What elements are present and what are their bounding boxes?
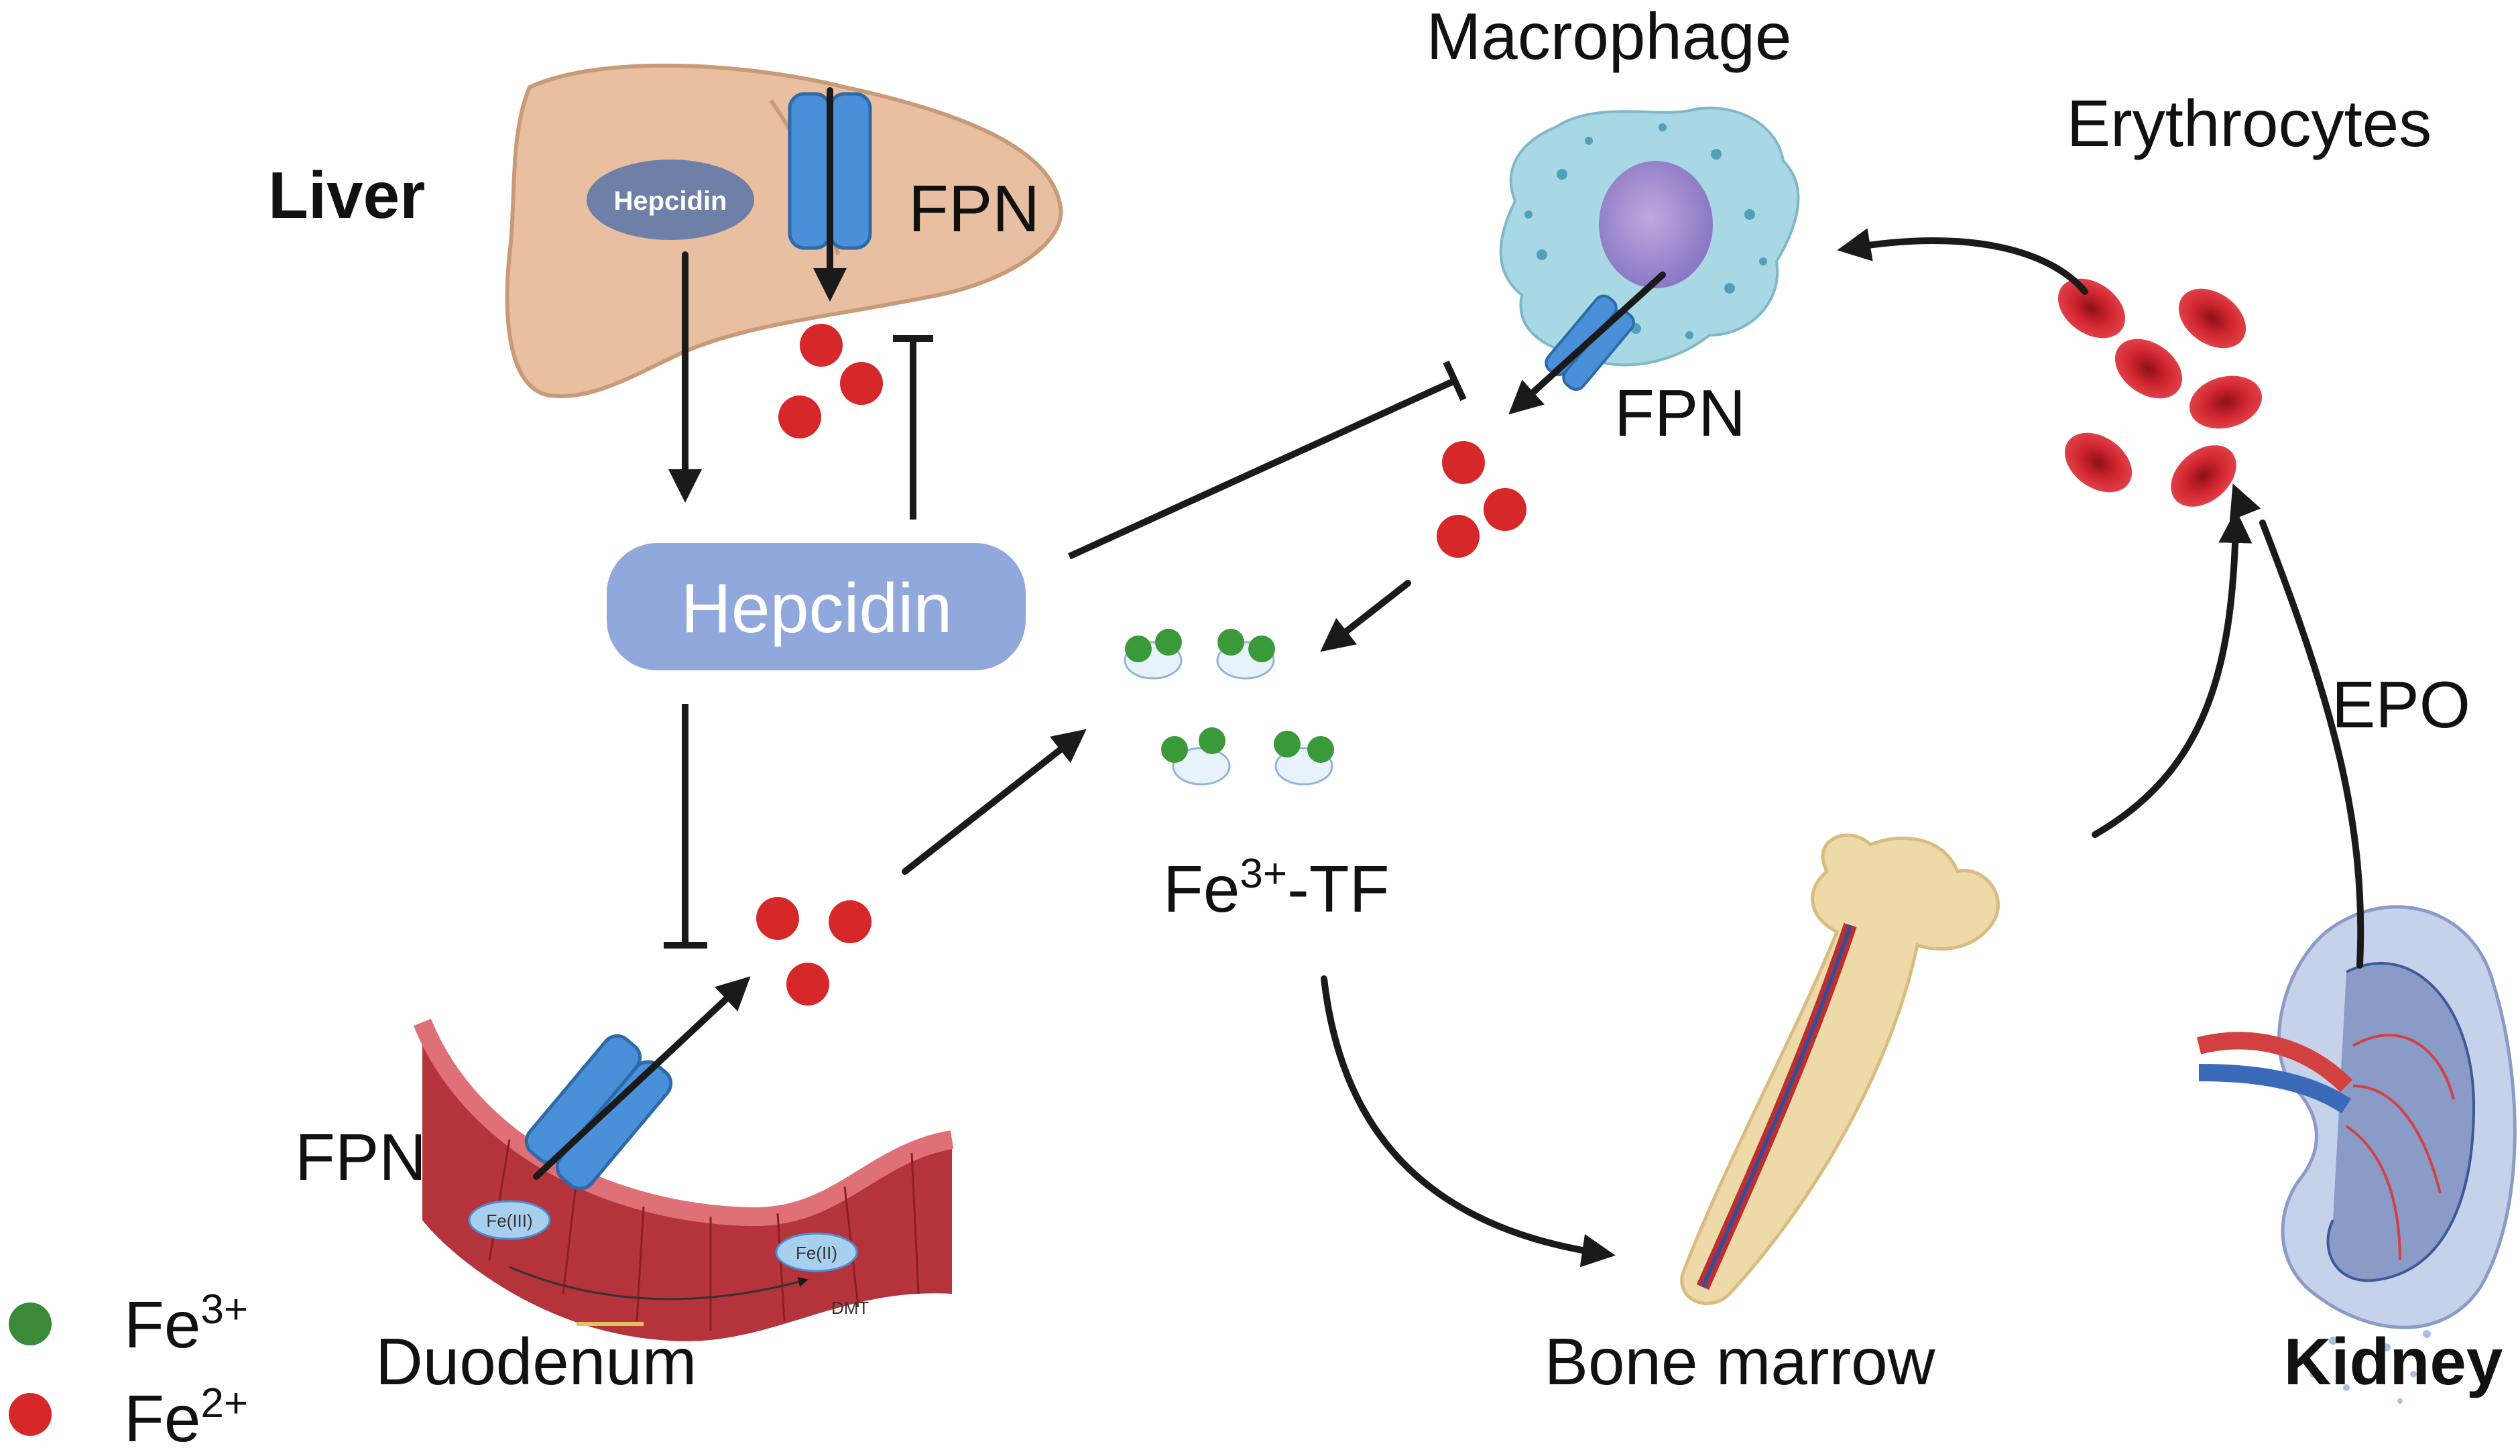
duodenum-group: Fe(III) Fe(II) DMT	[414, 976, 954, 1341]
kidney-epo-arrow	[2259, 520, 2364, 969]
dmt-label: DMT	[831, 1298, 869, 1318]
macrophage-label: Macrophage	[1427, 0, 1792, 73]
kidney-group	[2196, 905, 2517, 1404]
legend-fe3-label: Fe3+	[124, 1286, 248, 1361]
fe3-enzyme-oval	[468, 1200, 551, 1240]
fe2-cluster-macrophage	[1437, 441, 1526, 558]
macrophage-group	[1499, 107, 1800, 415]
legend-fe2-swatch	[9, 1393, 52, 1436]
fpn-liver-left	[788, 92, 832, 250]
hepcidin-box	[607, 543, 1026, 670]
fe-tf-label: Fe3+-TF	[1163, 851, 1389, 926]
macrophage-fe-to-tf-arrow	[1320, 580, 1411, 652]
kidney-label: Kidney	[2284, 1325, 2503, 1398]
inhibit-macrophage-fpn	[1067, 377, 1457, 560]
fpn-liver-label: FPN	[908, 172, 1040, 245]
erythrocytes-to-macrophage-arrow	[1837, 228, 2088, 295]
duodenum-label: Duodenum	[375, 1325, 697, 1398]
tf-to-bone-marrow-arrow	[1321, 975, 1616, 1268]
legend: Fe3+ Fe2+	[9, 1286, 248, 1455]
liver-group: Hepcidin	[505, 63, 1063, 399]
erythrocytes-label: Erythrocytes	[2067, 86, 2432, 160]
liver-label: Liver	[268, 158, 425, 232]
fe2-enzyme-oval	[775, 1232, 858, 1272]
bone-shape	[1680, 833, 2000, 1305]
duodenum-fe-to-tf-arrow	[902, 729, 1087, 875]
duodenum-export-arrow	[533, 976, 751, 1180]
erythrocyte-cluster	[2057, 278, 2263, 507]
fpn-liver-right	[828, 92, 872, 250]
legend-fe3-swatch	[9, 1302, 52, 1345]
fe3-enzyme-label: Fe(III)	[486, 1211, 532, 1231]
fpn-macrophage-label: FPN	[1614, 376, 1746, 450]
fe2-cluster-duodenum	[756, 897, 872, 1006]
hepcidin-box-label: Hepcidin	[681, 570, 953, 648]
fpn-duodenum-label: FPN	[295, 1120, 426, 1194]
hepcidin-in-liver-label: Hepcidin	[614, 186, 727, 216]
fe2-enzyme-label: Fe(II)	[796, 1243, 837, 1263]
fe2-cluster-liver	[778, 324, 883, 438]
epo-label: EPO	[2332, 668, 2470, 741]
bone-group	[1680, 833, 2000, 1305]
fe3-tf-cluster	[1124, 629, 1334, 786]
bone-to-erythrocytes-arrow	[2092, 509, 2253, 838]
macrophage-nucleus	[1599, 161, 1713, 288]
legend-fe2-label: Fe2+	[124, 1380, 248, 1455]
hepcidin-in-liver	[587, 160, 754, 240]
macrophage-export-arrow	[1508, 271, 1666, 415]
bone-marrow-label: Bone marrow	[1545, 1325, 1936, 1398]
liver-shape	[505, 63, 1063, 399]
